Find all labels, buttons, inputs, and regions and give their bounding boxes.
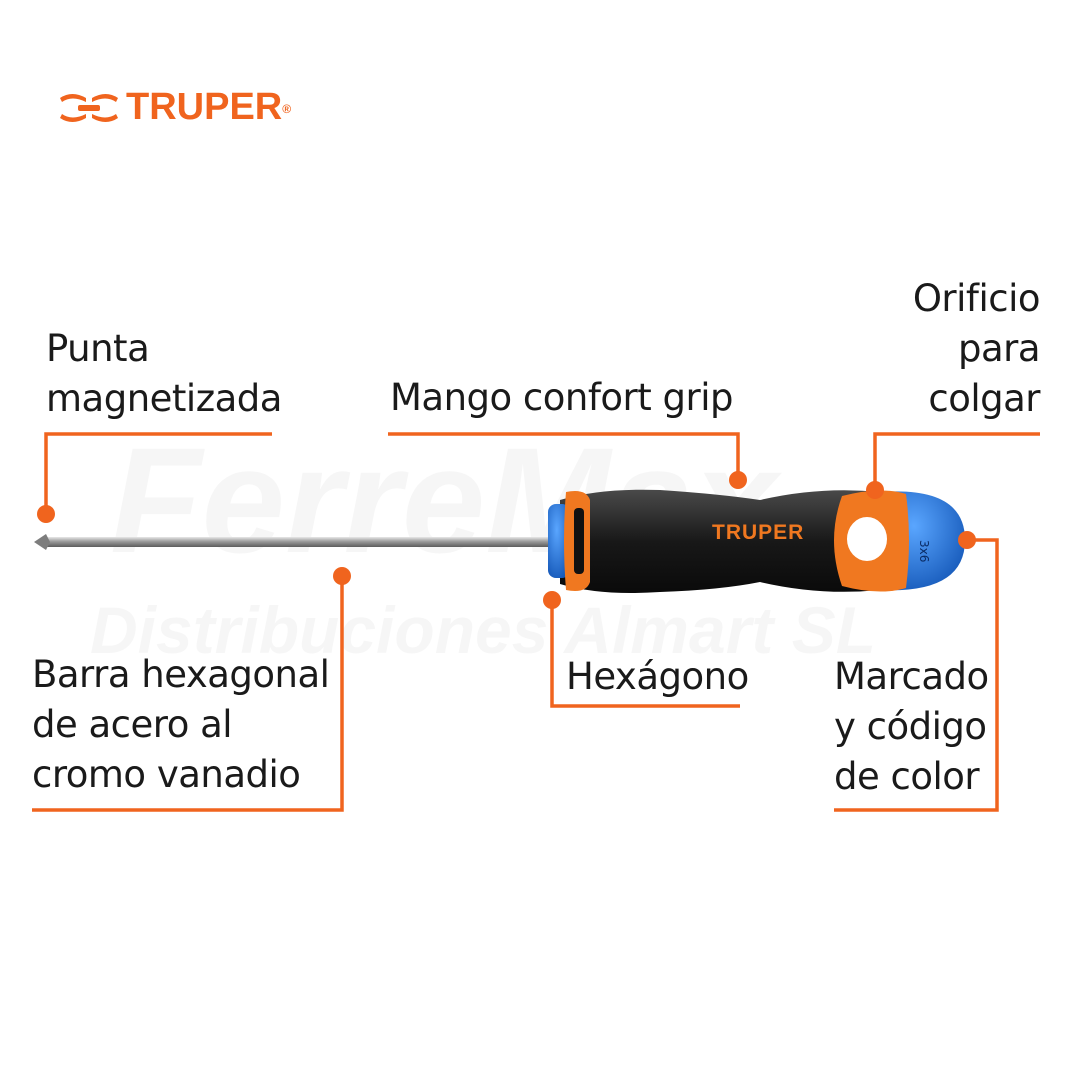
label-shaft-line-1: Barra hexagonal	[32, 653, 330, 696]
dot-hang-hole	[866, 481, 884, 499]
label-handle-line-1: Mango confort grip	[390, 376, 733, 419]
label-color-code: Marcado y código de color	[834, 652, 989, 802]
label-shaft: Barra hexagonal de acero al cromo vanadi…	[32, 650, 330, 800]
handle-logo-text: TRUPER	[712, 521, 805, 544]
shaft	[34, 534, 556, 550]
dot-color-code	[958, 531, 976, 549]
label-hang-hole-line-3: colgar	[928, 377, 1040, 420]
brand-logo-text: TRUPER®	[126, 84, 291, 130]
registered-mark: ®	[282, 102, 292, 116]
label-handle: Mango confort grip	[390, 373, 733, 423]
label-color-code-line-3: de color	[834, 755, 980, 798]
handle: 3x6	[548, 489, 965, 593]
label-shaft-line-2: de acero al	[32, 703, 233, 746]
label-hang-hole: Orificio para colgar	[912, 274, 1041, 424]
label-hexagon-line-1: Hexágono	[566, 655, 749, 698]
label-shaft-line-3: cromo vanadio	[32, 753, 301, 796]
truper-logo-mark-icon	[60, 94, 118, 122]
label-hang-hole-line-1: Orificio	[912, 277, 1041, 320]
dot-handle	[729, 471, 747, 489]
callout-dots	[37, 471, 976, 609]
dot-tip	[37, 505, 55, 523]
label-tip-line-1: Punta	[46, 327, 150, 370]
label-tip-line-2: magnetizada	[46, 377, 282, 420]
label-hang-hole-line-2: para	[957, 327, 1041, 370]
label-hexagon: Hexágono	[566, 652, 749, 702]
svg-text:3x6: 3x6	[917, 540, 931, 562]
dot-shaft	[333, 567, 351, 585]
callout-leaders	[32, 432, 1040, 812]
label-tip: Punta magnetizada	[46, 324, 282, 424]
label-color-code-line-2: y código	[834, 705, 987, 748]
brand-name: TRUPER	[126, 86, 283, 128]
label-color-code-line-1: Marcado	[834, 655, 989, 698]
dot-hexagon	[543, 591, 561, 609]
